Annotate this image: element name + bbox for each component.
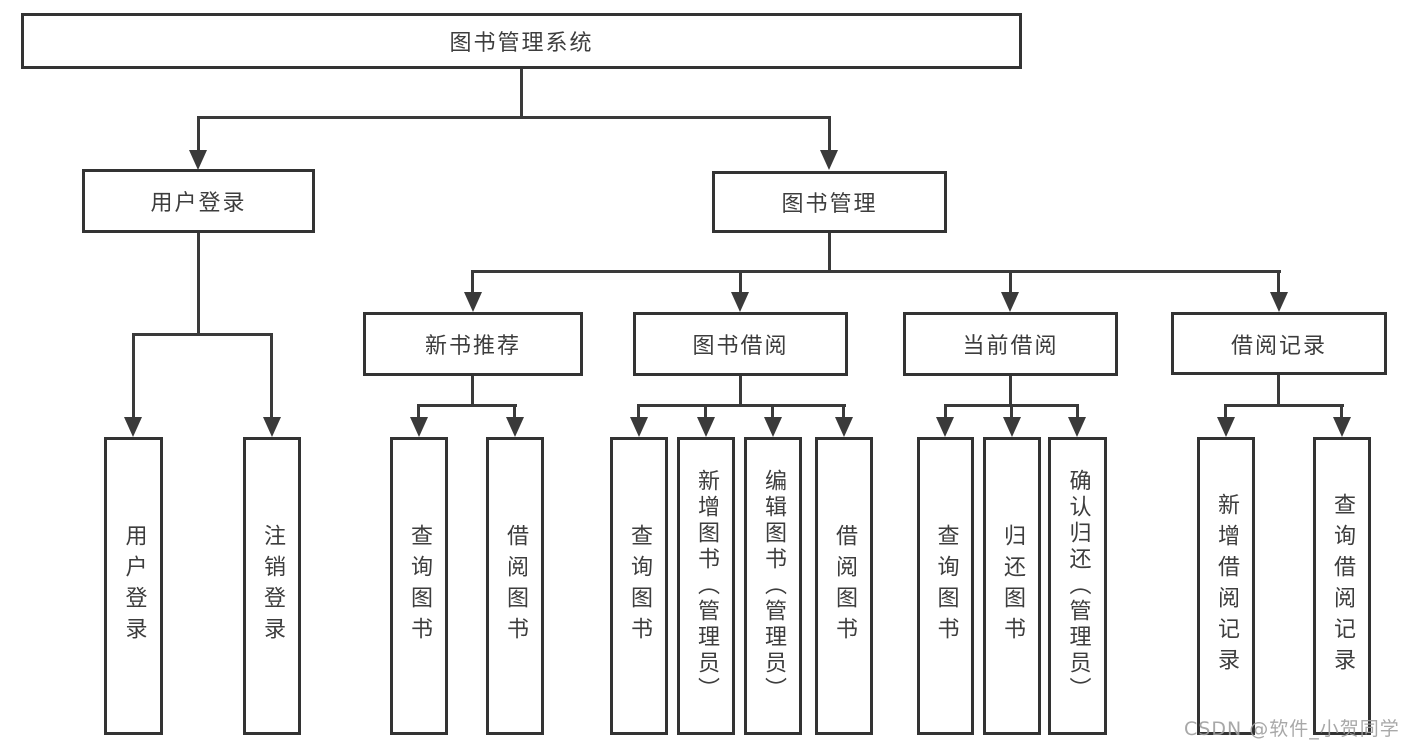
connector-arrowhead-icon	[630, 417, 648, 437]
connector-arrowhead-icon	[1003, 417, 1021, 437]
connector-arrowhead-icon	[820, 150, 838, 170]
connector-line	[704, 404, 707, 419]
leaf-edit-book-admin-label: 编辑图书（管理员）	[761, 469, 786, 703]
node-book-borrow: 图书借阅	[633, 312, 848, 376]
node-new-book-recommend-label: 新书推荐	[424, 334, 521, 359]
leaf-logout: 注销登录	[243, 437, 301, 735]
leaf-borrow-book: 借阅图书	[815, 437, 873, 735]
connector-line	[471, 376, 474, 407]
connector-line	[417, 404, 420, 419]
connector-line	[1224, 404, 1344, 407]
connector-line	[1076, 404, 1079, 419]
connector-arrowhead-icon	[1270, 292, 1288, 312]
connector-line	[471, 270, 1281, 273]
connector-line	[637, 404, 846, 407]
leaf-newbook-borrow-book: 借阅图书	[486, 437, 544, 735]
connector-arrowhead-icon	[124, 417, 142, 437]
csdn-watermark: CSDN @软件_小贺同学	[1184, 718, 1400, 740]
connector-line	[417, 404, 517, 407]
leaf-borrow-query-book: 查询图书	[610, 437, 668, 735]
leaf-add-book-admin: 新增图书（管理员）	[677, 437, 735, 735]
connector-arrowhead-icon	[506, 417, 524, 437]
connector-line	[471, 270, 474, 294]
connector-line	[637, 404, 640, 419]
connector-line	[1340, 404, 1343, 419]
node-user-login-label: 用户登录	[150, 191, 247, 216]
node-root-label: 图书管理系统	[449, 31, 594, 56]
leaf-current-query-book: 查询图书	[917, 437, 974, 735]
connector-line	[828, 116, 831, 152]
leaf-current-query-book-label: 查询图书	[933, 524, 959, 648]
leaf-confirm-return-admin: 确认归还（管理员）	[1048, 437, 1107, 735]
leaf-query-borrow-record: 查询借阅记录	[1313, 437, 1371, 735]
connector-arrowhead-icon	[1001, 292, 1019, 312]
connector-line	[1224, 404, 1227, 419]
leaf-confirm-return-admin-label: 确认归还（管理员）	[1065, 469, 1091, 703]
node-user-login: 用户登录	[82, 169, 315, 233]
connector-arrowhead-icon	[263, 417, 281, 437]
connector-line	[1010, 404, 1013, 419]
connector-arrowhead-icon	[189, 150, 207, 170]
connector-line	[1009, 376, 1012, 407]
node-current-borrow-label: 当前借阅	[962, 334, 1059, 359]
leaf-return-book: 归还图书	[983, 437, 1041, 735]
leaf-add-borrow-record: 新增借阅记录	[1197, 437, 1255, 735]
connector-line	[197, 233, 200, 336]
connector-arrowhead-icon	[697, 417, 715, 437]
connector-line	[1277, 270, 1280, 294]
connector-line	[197, 116, 831, 119]
leaf-query-borrow-record-label: 查询借阅记录	[1330, 493, 1355, 679]
connector-arrowhead-icon	[731, 292, 749, 312]
leaf-user-login: 用户登录	[104, 437, 163, 735]
connector-line	[771, 404, 774, 419]
connector-arrowhead-icon	[1217, 417, 1235, 437]
leaf-add-book-admin-label: 新增图书（管理员）	[694, 469, 719, 703]
connector-line	[1277, 375, 1280, 407]
connector-line	[828, 233, 831, 273]
leaf-borrow-query-book-label: 查询图书	[627, 524, 652, 648]
leaf-user-login-label: 用户登录	[121, 524, 147, 648]
connector-arrowhead-icon	[936, 417, 954, 437]
connector-line	[1009, 270, 1012, 294]
node-book-borrow-label: 图书借阅	[692, 334, 789, 359]
connector-line	[132, 333, 273, 336]
leaf-return-book-label: 归还图书	[1000, 524, 1025, 648]
connector-line	[944, 404, 947, 419]
leaf-borrow-book-label: 借阅图书	[832, 524, 857, 648]
connector-arrowhead-icon	[835, 417, 853, 437]
connector-line	[270, 333, 273, 419]
connector-line	[513, 404, 516, 419]
node-book-management: 图书管理	[712, 171, 947, 233]
leaf-newbook-borrow-book-label: 借阅图书	[503, 524, 528, 648]
connector-arrowhead-icon	[464, 292, 482, 312]
connector-arrowhead-icon	[410, 417, 428, 437]
leaf-add-borrow-record-label: 新增借阅记录	[1214, 493, 1239, 679]
connector-line	[197, 116, 200, 152]
connector-line	[739, 270, 742, 294]
leaf-edit-book-admin: 编辑图书（管理员）	[744, 437, 802, 735]
node-current-borrow: 当前借阅	[903, 312, 1118, 376]
connector-line	[132, 333, 135, 419]
node-borrow-record-label: 借阅记录	[1230, 333, 1327, 359]
connector-line	[520, 68, 523, 118]
connector-line	[739, 376, 742, 407]
node-root: 图书管理系统	[21, 13, 1022, 69]
leaf-newbook-query-book-label: 查询图书	[407, 524, 432, 648]
connector-arrowhead-icon	[764, 417, 782, 437]
node-new-book-recommend: 新书推荐	[363, 312, 583, 376]
connector-line	[842, 404, 845, 419]
leaf-logout-label: 注销登录	[260, 524, 285, 648]
connector-arrowhead-icon	[1068, 417, 1086, 437]
connector-arrowhead-icon	[1333, 417, 1351, 437]
node-book-management-label: 图书管理	[781, 192, 878, 217]
leaf-newbook-query-book: 查询图书	[390, 437, 448, 735]
node-borrow-record: 借阅记录	[1171, 312, 1387, 375]
